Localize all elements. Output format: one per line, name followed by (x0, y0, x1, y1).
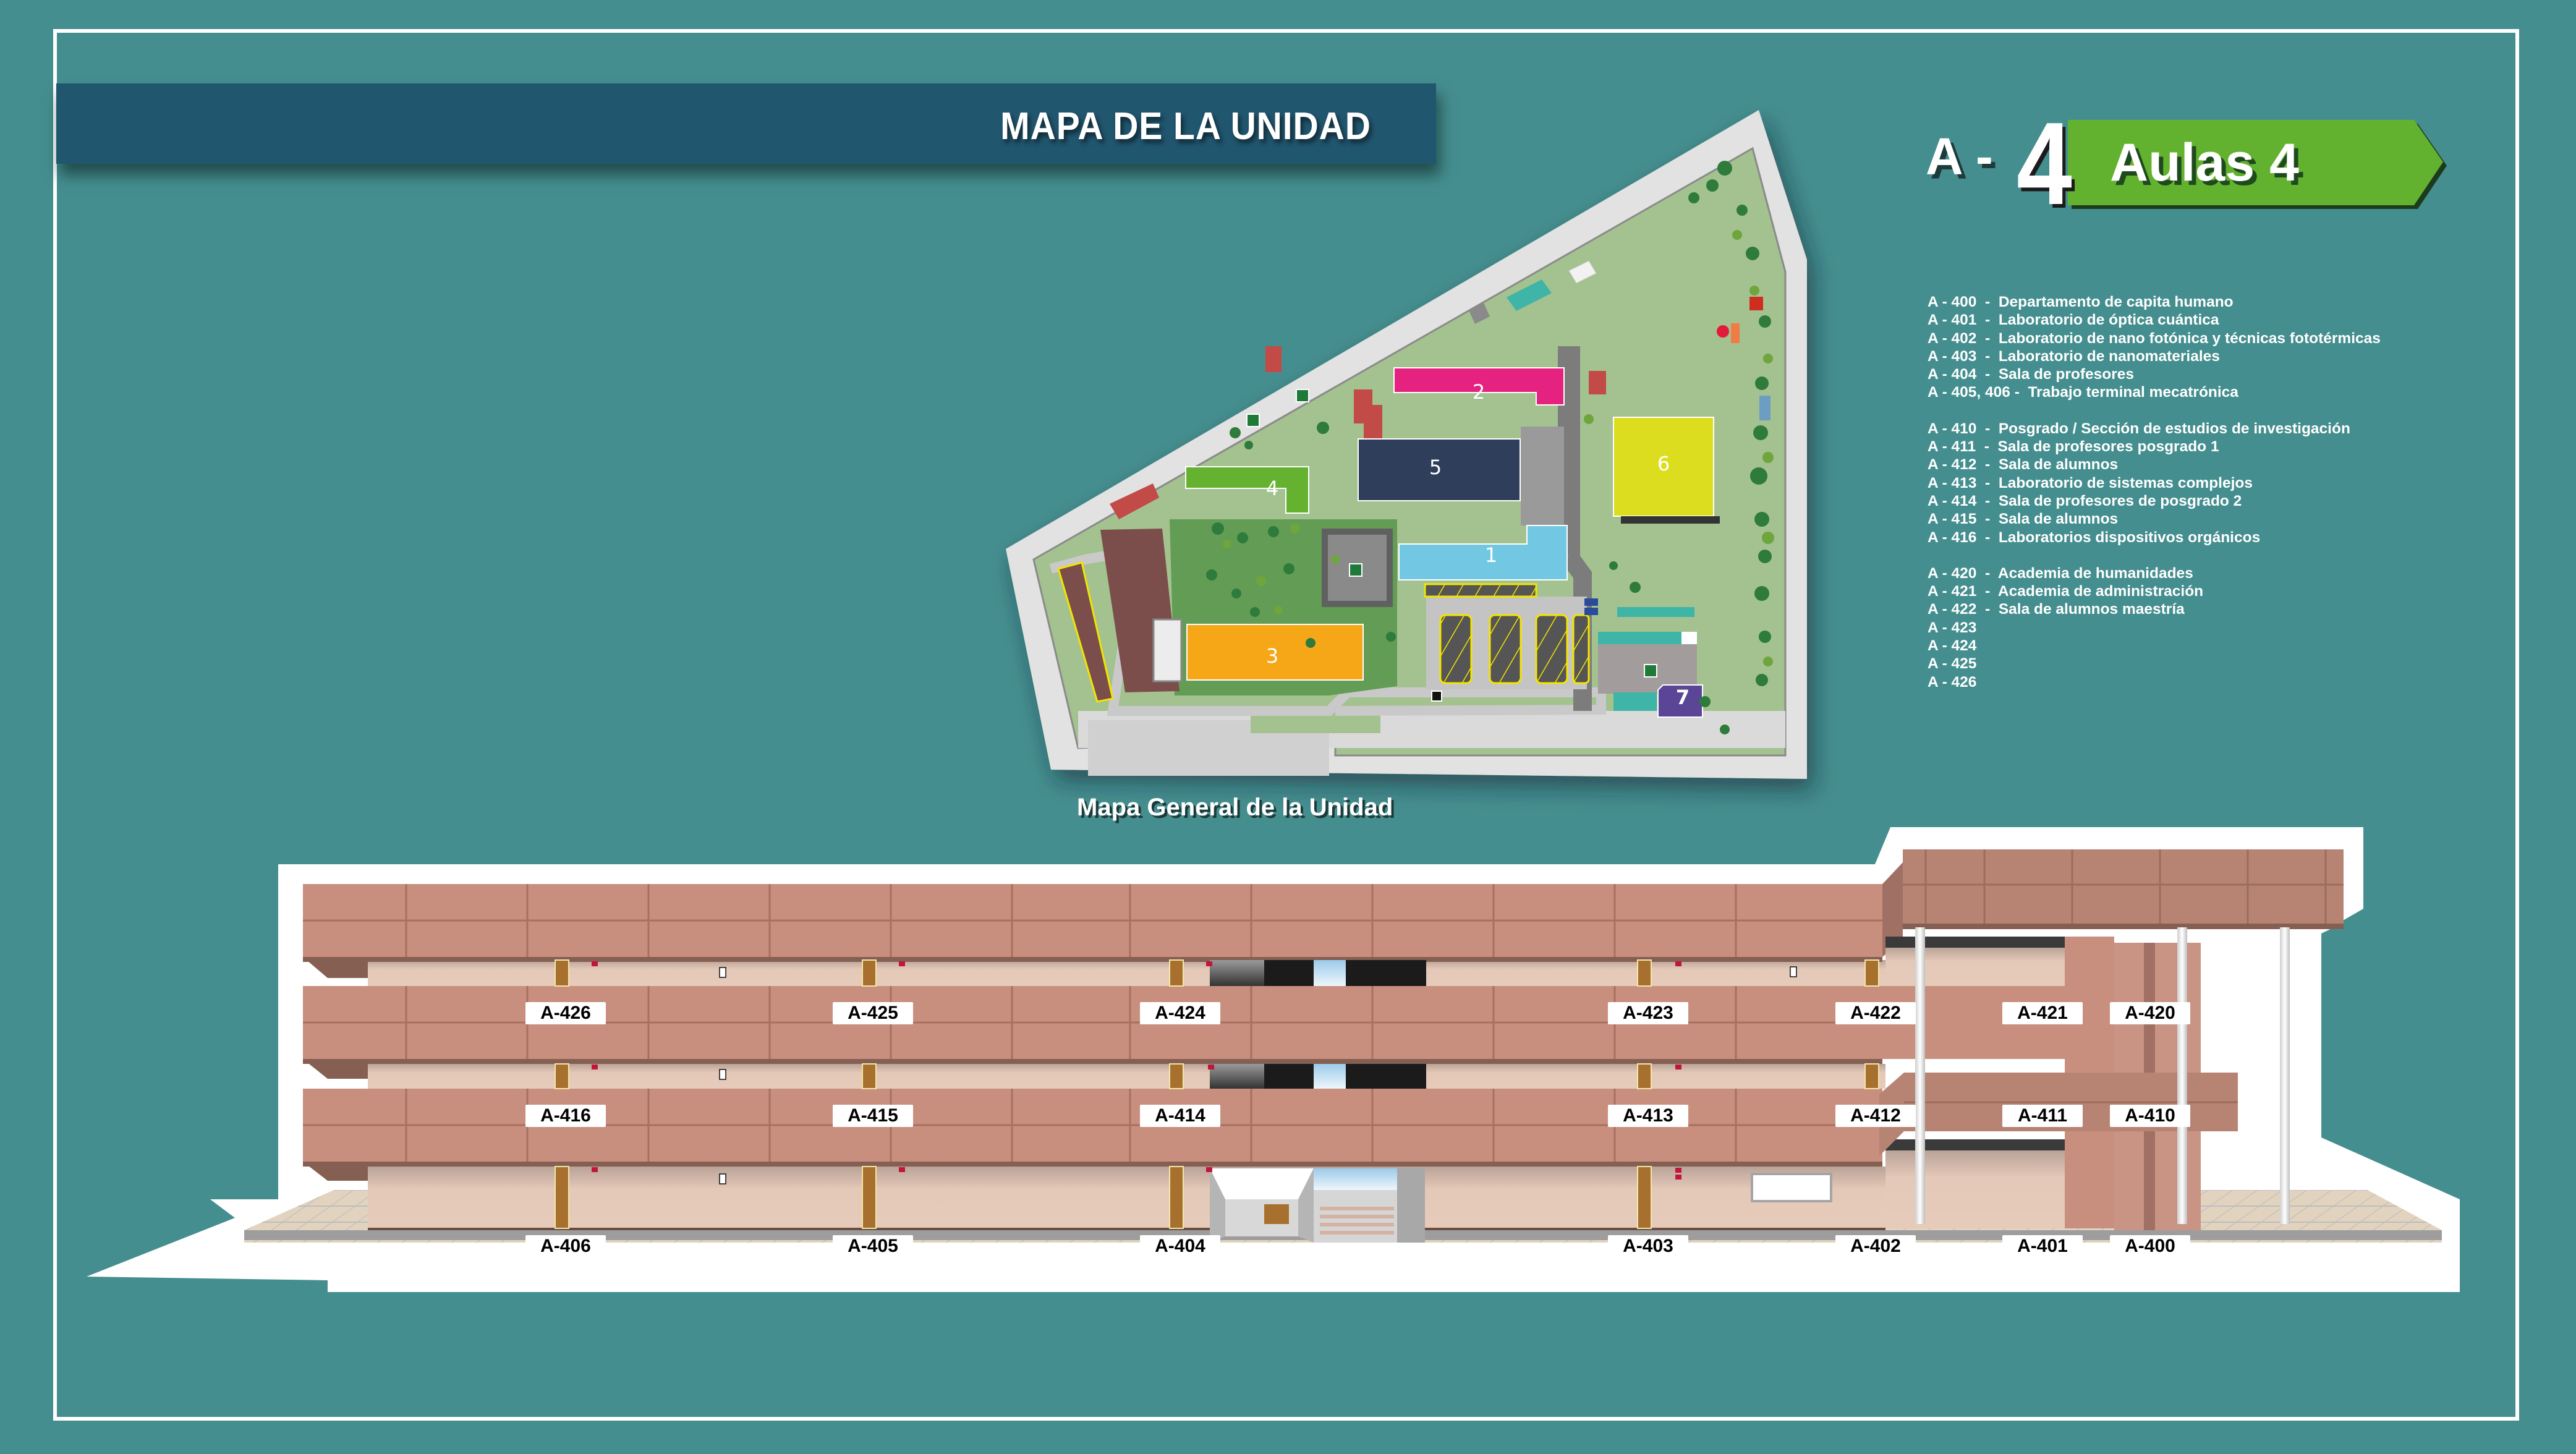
outer-frame (53, 29, 2519, 1421)
room-label[interactable]: A-424 (1140, 1002, 1220, 1024)
map-building-2[interactable]: 2 (1472, 380, 1486, 404)
room-label[interactable]: A-406 (525, 1235, 606, 1257)
legend-row: A - 400 - Departamento de capita humano (1928, 294, 2234, 310)
room-label[interactable]: A-402 (1835, 1235, 1916, 1257)
legend-row: A - 426 (1928, 673, 1977, 691)
map-building-5[interactable]: 5 (1429, 456, 1442, 479)
accessible-parking-icon (1584, 598, 1598, 615)
legend-group-second: A - 420 - Academia de humanidades A - 42… (1928, 564, 2381, 691)
legend-group-ground: A - 400 - Departamento de capita humano … (1928, 293, 2381, 402)
legend-row: A - 416 - Laboratorios dispositivos orgá… (1928, 529, 2261, 546)
room-label[interactable]: A-404 (1140, 1235, 1220, 1257)
room-label[interactable]: A-421 (2002, 1002, 2083, 1024)
map-caption: Mapa General de la Unidad (1077, 794, 1393, 821)
legend-row: A - 420 - Academia de humanidades (1928, 564, 2193, 582)
legend-row: A - 424 (1928, 637, 1977, 655)
room-label[interactable]: A-414 (1140, 1105, 1220, 1127)
room-label[interactable]: A-423 (1608, 1002, 1688, 1024)
room-label[interactable]: A-425 (833, 1002, 913, 1024)
header-banner: MAPA DE LA UNIDAD (56, 83, 1436, 164)
legend-row: A - 421 - Academia de administración (1928, 583, 2204, 600)
legend-row: A - 425 (1928, 655, 1977, 673)
page-title: MAPA DE LA UNIDAD (1000, 105, 1371, 148)
legend-row: A - 405, 406 - Trabajo terminal mecatrón… (1928, 384, 2238, 401)
legend-row: A - 411 - Sala de profesores posgrado 1 (1928, 438, 2219, 456)
map-building-7[interactable]: 7 (1675, 686, 1690, 709)
room-label[interactable]: A-412 (1835, 1105, 1916, 1127)
legend-row: A - 423 (1928, 619, 1977, 636)
building-name: Aulas 4 (2110, 133, 2299, 192)
room-legend: A - 400 - Departamento de capita humano … (1928, 293, 2381, 709)
legend-row: A - 412 - Sala de alumnos (1928, 456, 2119, 474)
security-guard-icon (1431, 691, 1442, 702)
room-label[interactable]: A-410 (2110, 1105, 2190, 1127)
legend-row: A - 404 - Sala de profesores (1928, 366, 2135, 383)
legend-group-first: A - 410 - Posgrado / Sección de estudios… (1928, 420, 2381, 546)
room-label[interactable]: A-403 (1608, 1235, 1688, 1257)
meeting-point-icon (1246, 389, 1657, 678)
legend-row: A - 413 - Laboratorio de sistemas comple… (1928, 474, 2253, 491)
map-building-3[interactable]: 3 (1265, 644, 1279, 668)
room-label[interactable]: A-400 (2110, 1235, 2190, 1257)
room-label[interactable]: A-415 (833, 1105, 913, 1127)
legend-row: A - 401 - Laboratorio de óptica cuántica (1928, 312, 2219, 329)
room-label[interactable]: A-416 (525, 1105, 606, 1127)
building-prefix: A - (1926, 127, 1993, 185)
room-label[interactable]: A-411 (2002, 1105, 2083, 1127)
building-number: 4 (2017, 98, 2072, 229)
building-elevation (87, 827, 2460, 1292)
room-label[interactable]: A-413 (1608, 1105, 1688, 1127)
room-label[interactable]: A-405 (833, 1235, 913, 1257)
room-label[interactable]: A-401 (2002, 1235, 2083, 1257)
legend-row: A - 403 - Laboratorio de nanomateriales (1928, 347, 2220, 365)
legend-row: A - 410 - Posgrado / Sección de estudios… (1928, 420, 2350, 437)
legend-row: A - 415 - Sala de alumnos (1928, 511, 2119, 528)
room-label[interactable]: A-420 (2110, 1002, 2190, 1024)
legend-row: A - 414 - Sala de profesores de posgrado… (1928, 492, 2242, 509)
map-building-1[interactable]: 1 (1484, 543, 1498, 567)
room-label[interactable]: A-426 (525, 1002, 606, 1024)
legend-row: A - 422 - Sala de alumnos maestría (1928, 601, 2185, 618)
no-smoking-icon (719, 966, 1797, 1184)
site-map-details (1049, 161, 1785, 776)
room-label[interactable]: A-422 (1835, 1002, 1916, 1024)
legend-row: A - 402 - Laboratorio de nano fotónica y… (1928, 329, 2381, 347)
map-building-6[interactable]: 6 (1657, 452, 1670, 475)
map-building-4[interactable]: 4 (1265, 477, 1279, 500)
